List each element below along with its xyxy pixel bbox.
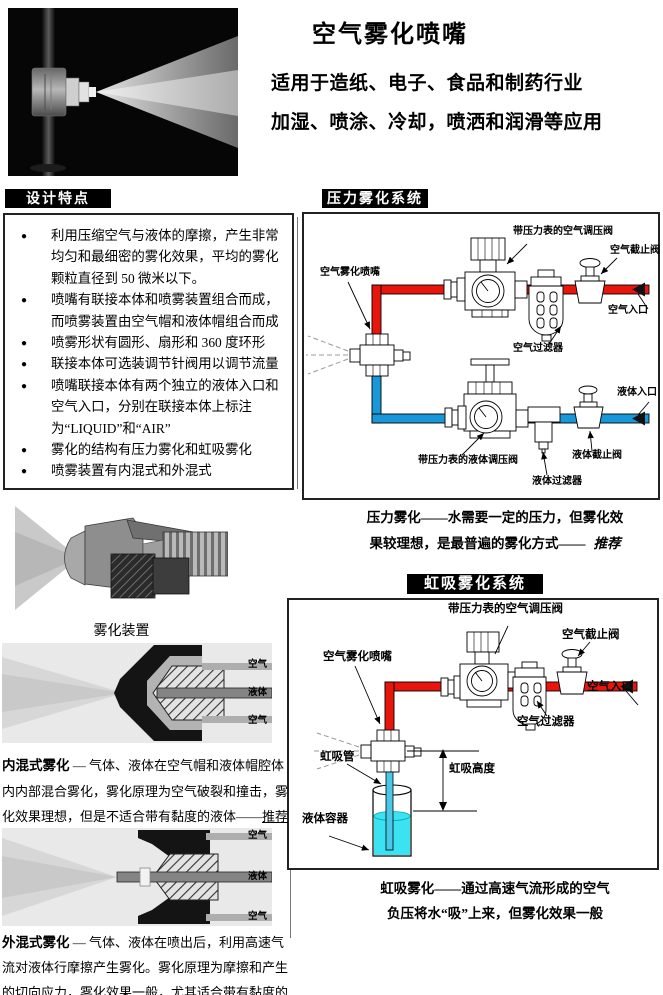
external-mix-title: 外混式雾化 — [2, 935, 70, 950]
label-air-inlet: 空气入口 — [608, 305, 648, 316]
external-mix-diagram: 空气 液体 空气 — [2, 828, 273, 926]
label-liquid-stop-valve: 液体截止阀 — [572, 450, 622, 461]
feature-item: 喷雾装置有内混式和外混式 — [9, 460, 288, 483]
page-subtitle-2: 加湿、喷涂、冷却，喷洒和润滑等应用 — [271, 112, 603, 133]
label-air-regulator: 带压力表的空气调压阀 — [513, 226, 613, 237]
label-liquid: 液体 — [248, 872, 268, 882]
label-air: 空气 — [248, 716, 268, 726]
label-air: 空气 — [248, 660, 268, 670]
siphon-system-diagram: 带压力表的空气调压阀 空气截止阀 空气雾化喷嘴 空气入口 空气过滤器 虹吸管 虹… — [287, 598, 659, 870]
design-features-header: 设计特点 — [5, 189, 111, 208]
label-air-inlet: 空气入口 — [587, 681, 633, 693]
internal-mix-paragraph: 内混式雾化 — 气体、液体在空气帽和液体帽腔体内内部混合雾化，雾化原理为空气破裂… — [2, 758, 289, 824]
design-features-list: 利用压缩空气与液体的摩擦，产生非常均匀和最细密的雾化效果，平均的雾化颗粒直径到 … — [5, 215, 292, 483]
internal-mix-title: 内混式雾化 — [2, 758, 70, 773]
internal-mix-diagram: 空气 液体 空气 — [2, 643, 273, 743]
atomizer-cross-section-image — [15, 498, 229, 610]
feature-item: 喷嘴联接本体有两个独立的液体入口和空气入口，分别在联接本体上标注为“LIQUID… — [9, 375, 288, 439]
feature-item: 喷雾形状有圆形、扇形和 360 度环形 — [9, 332, 288, 355]
atomizer-caption: 雾化装置 — [93, 624, 150, 639]
label-air: 空气 — [248, 912, 268, 922]
pressure-system-header: 压力雾化系统 — [322, 189, 428, 208]
feature-item: 联接本体可选装调节针阀用以调节流量 — [9, 353, 288, 376]
feature-item: 利用压缩空气与液体的摩擦，产生非常均匀和最细密的雾化效果，平均的雾化颗粒直径到 … — [9, 225, 288, 289]
label-siphon-tube: 虹吸管 — [320, 751, 355, 763]
page-subtitle-1: 适用于造纸、电子、食品和制药行业 — [271, 73, 584, 94]
page-title: 空气雾化喷嘴 — [312, 22, 468, 48]
label-liquid-container: 液体容器 — [302, 813, 348, 825]
label-air-filter: 空气过滤器 — [517, 716, 575, 728]
siphon-diagram-art — [313, 625, 639, 857]
pressure-system-diagram: 带压力表的空气调压阀 空气截止阀 空气雾化喷嘴 空气入口 空气过滤器 液体入口 … — [302, 212, 660, 500]
label-nozzle: 空气雾化喷嘴 — [323, 651, 392, 663]
pressure-diagram-art — [306, 237, 650, 476]
label-air: 空气 — [248, 831, 268, 841]
feature-item: 喷嘴有联接本体和喷雾装置组合而成，而喷雾装置由空气帽和液体帽组合而成 — [9, 289, 288, 332]
label-liquid: 液体 — [248, 688, 268, 698]
siphon-caption-line1: 虹吸雾化——通过高速气流形成的空气 — [380, 881, 610, 896]
label-liquid-filter: 液体过滤器 — [532, 476, 582, 487]
external-mix-paragraph: 外混式雾化 — 气体、液体在喷出后，利用高速气流对液体行摩擦产生雾化。雾化原理为… — [2, 935, 289, 995]
internal-mix-emphasis: 推荐 — [262, 809, 289, 824]
siphon-system-header: 虹吸雾化系统 — [407, 574, 543, 594]
label-air-stop-valve: 空气截止阀 — [562, 629, 620, 641]
nozzle-spray-photo-art — [8, 8, 238, 176]
design-features-box: 利用压缩空气与液体的摩擦，产生非常均匀和最细密的雾化效果，平均的雾化颗粒直径到 … — [3, 213, 294, 490]
siphon-caption-line2: 负压将水“吸”上来，但雾化效果一般 — [387, 906, 603, 921]
pressure-caption-line2: 果较理想，是最普遍的雾化方式——推荐 — [369, 536, 621, 551]
label-nozzle: 空气雾化喷嘴 — [320, 267, 380, 278]
feature-item: 雾化的结构有压力雾化和虹吸雾化 — [9, 439, 288, 462]
pressure-caption: 压力雾化——水需要一定的压力，但雾化效 果较理想，是最普遍的雾化方式——推荐 — [330, 505, 660, 557]
nozzle-spray-photo — [8, 8, 238, 176]
label-air-stop-valve: 空气截止阀 — [610, 245, 660, 256]
column-divider — [297, 217, 298, 489]
siphon-caption: 虹吸雾化——通过高速气流形成的空气 负压将水“吸”上来，但雾化效果一般 — [330, 876, 660, 926]
pressure-caption-line1: 压力雾化——水需要一定的压力，但雾化效 — [366, 510, 624, 525]
label-siphon-height: 虹吸高度 — [449, 763, 495, 775]
label-air-regulator: 带压力表的空气调压阀 — [448, 603, 563, 615]
label-liquid-regulator: 带压力表的液体调压阀 — [418, 455, 518, 466]
label-liquid-inlet: 液体入口 — [617, 387, 657, 398]
pressure-caption-emphasis: 推荐 — [593, 536, 621, 551]
label-air-filter: 空气过滤器 — [513, 343, 563, 354]
